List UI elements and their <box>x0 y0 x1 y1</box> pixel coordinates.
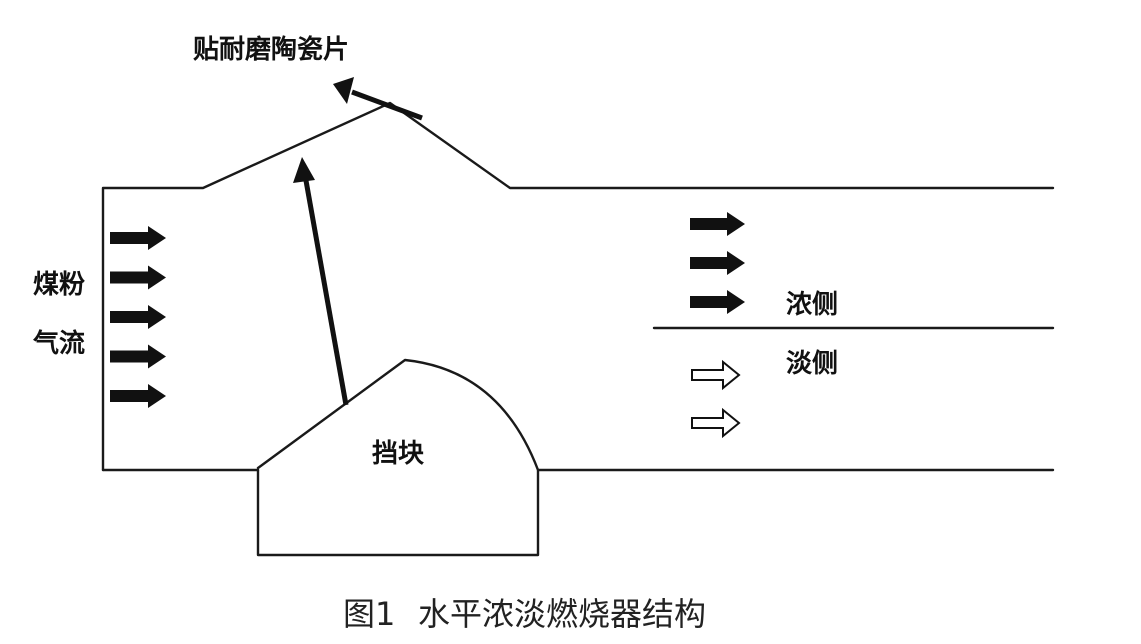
lean-flow-arrow <box>691 359 741 391</box>
coal-powder-label-line2: 气流 <box>32 328 85 359</box>
lean-side-arrows <box>691 359 741 439</box>
ceramic-liner-label: 贴耐磨陶瓷片 <box>193 35 349 65</box>
reflection-arrow-head <box>333 77 354 104</box>
coal-powder-label-line1: 煤粉 <box>33 270 85 300</box>
lean-side-label: 淡侧 <box>786 349 838 379</box>
inlet-flow-arrow <box>110 226 166 250</box>
rich-side-label: 浓侧 <box>786 290 838 320</box>
rich-flow-arrow <box>690 290 745 314</box>
rich-flow-arrow <box>690 251 745 275</box>
block-label: 挡块 <box>372 439 424 469</box>
inlet-flow-arrow <box>110 384 166 408</box>
reflection-arrow-shaft <box>351 89 423 121</box>
figure-number: 图1 <box>343 595 395 633</box>
deflection-arrow-shaft <box>302 174 349 406</box>
deflection-arrow-head <box>293 157 315 183</box>
lean-flow-arrow <box>691 407 741 439</box>
rich-side-arrows <box>690 212 745 314</box>
inlet-flow-arrow <box>110 265 166 290</box>
figure-title: 水平浓淡燃烧器结构 <box>418 595 706 633</box>
bluff-block <box>256 358 540 557</box>
inlet-flow-arrow <box>110 344 166 369</box>
inlet-arrows <box>110 226 166 408</box>
inlet-flow-arrow <box>110 305 166 329</box>
duct-upper-wall <box>101 101 1055 472</box>
rich-flow-arrow <box>690 212 745 236</box>
